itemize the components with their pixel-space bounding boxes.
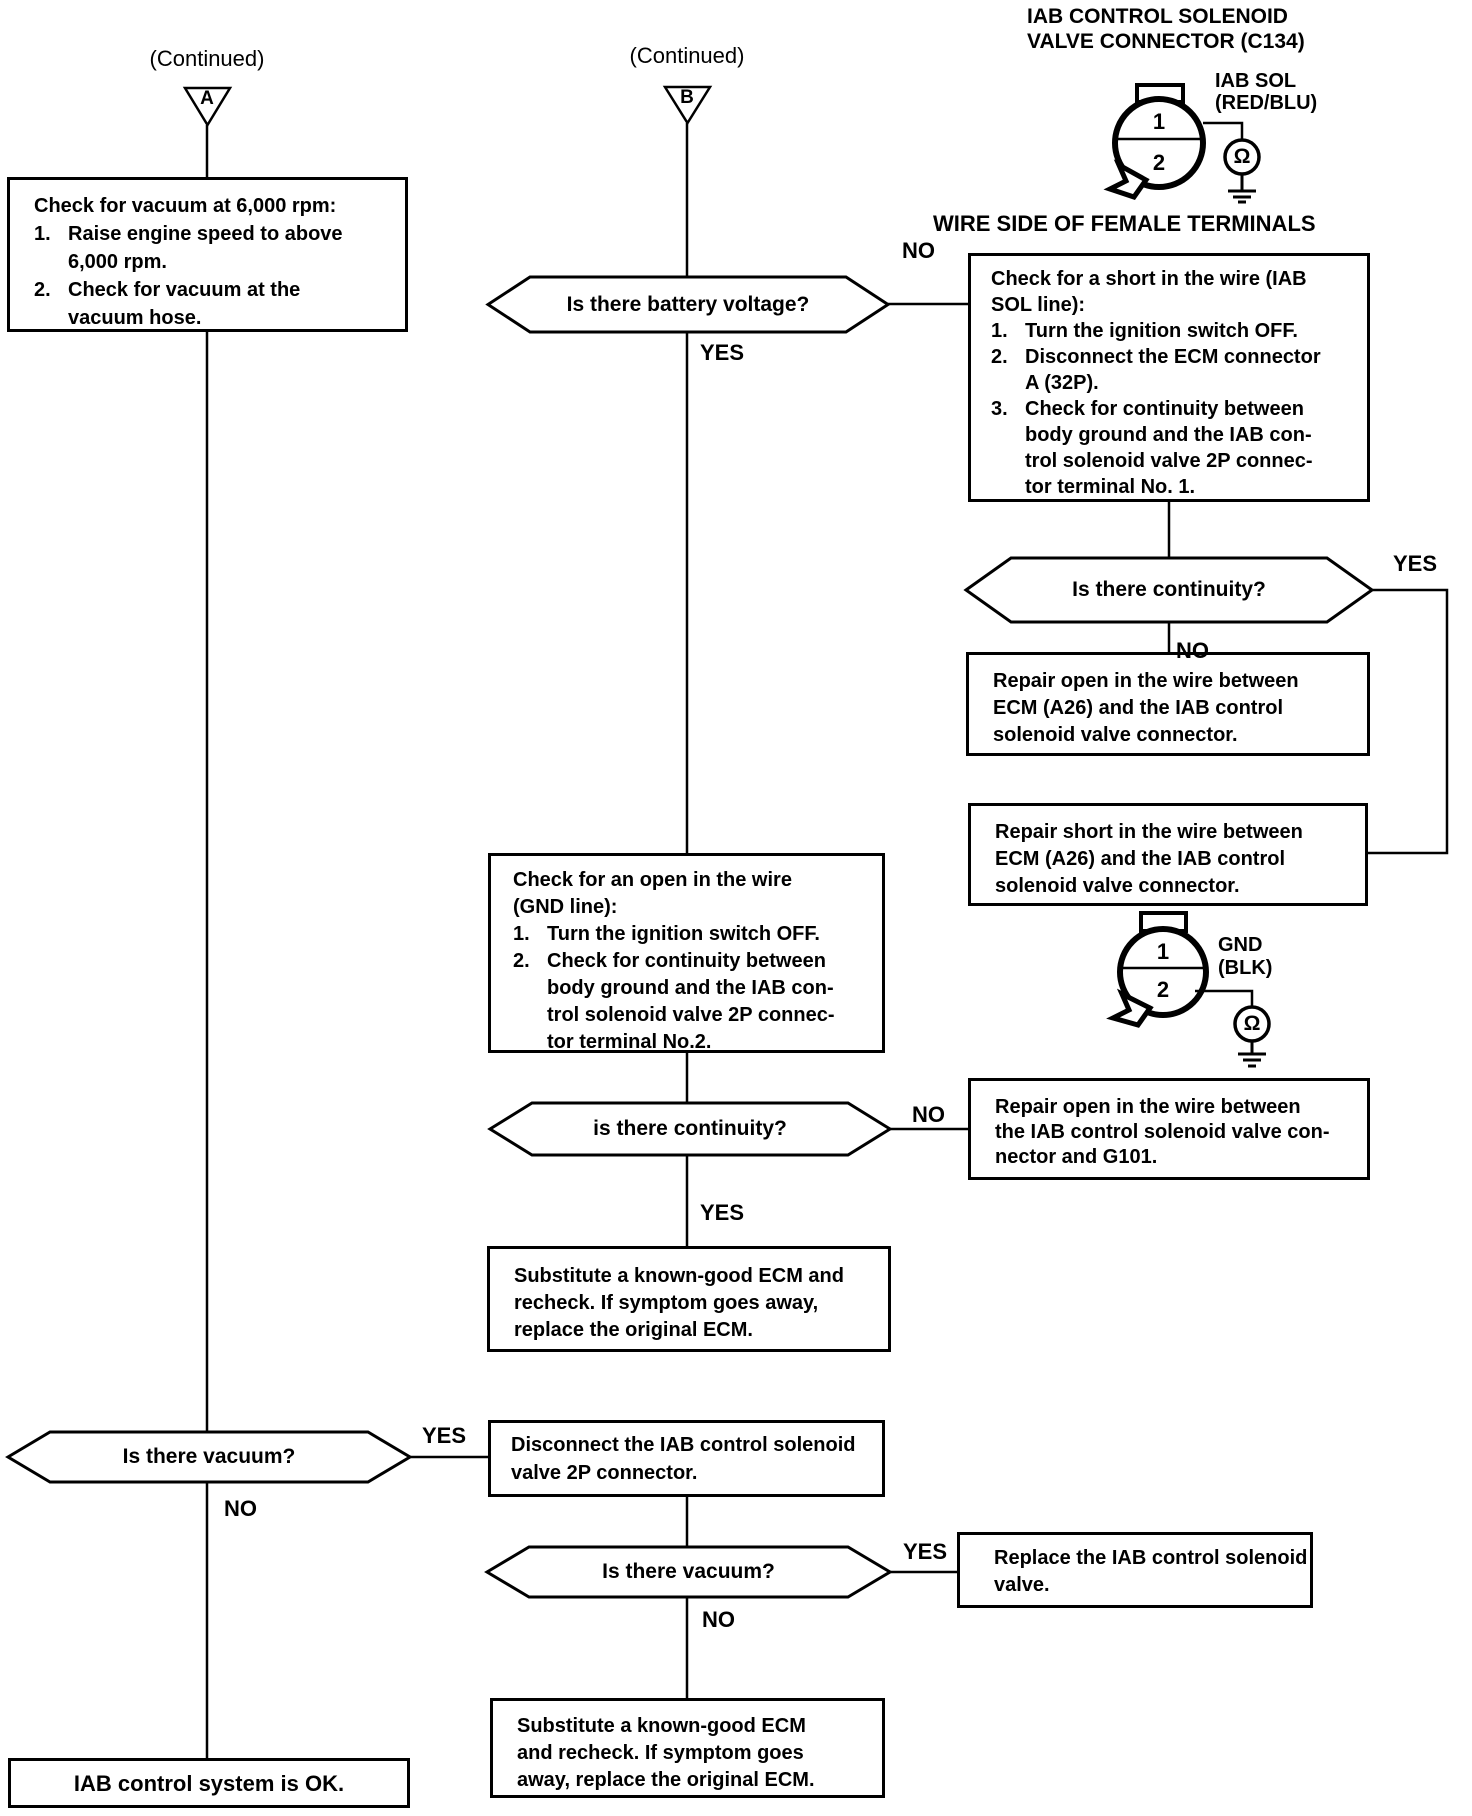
gnd-connector-diagram bbox=[1106, 911, 1271, 1068]
step-item: 1. Raise engine speed to above 6,000 rpm… bbox=[34, 220, 401, 276]
branch-label-yes-continuity1: YES bbox=[1393, 551, 1438, 576]
gnd-wire-label: GND (BLK) bbox=[1218, 934, 1273, 979]
ohmmeter-symbol: Ω bbox=[1243, 1012, 1261, 1035]
terminal-1-number: 1 bbox=[1152, 109, 1166, 134]
step-item: 2. Disconnect the ECM connector A (32P). bbox=[991, 344, 1365, 396]
result-box-repair-g101: Repair open in the wire between the IAB … bbox=[968, 1078, 1370, 1180]
item-number: 3. bbox=[991, 398, 1008, 420]
item-number: 2. bbox=[34, 279, 51, 301]
step-box-check-short: Check for a short in the wire (IAB SOL l… bbox=[968, 253, 1370, 502]
connector-keyway-notch bbox=[1106, 988, 1154, 1028]
ground-symbol bbox=[1228, 174, 1256, 204]
result-text: Repair open in the wire between ECM (A26… bbox=[993, 670, 1299, 746]
probe-wire bbox=[1203, 121, 1244, 139]
decision-continuity-1: Is there continuity? bbox=[1072, 578, 1266, 601]
connector-title: IAB CONTROL SOLENOID VALVE CONNECTOR (C1… bbox=[1027, 5, 1305, 53]
ohmmeter-symbol: Ω bbox=[1233, 145, 1251, 168]
terminal-2-number: 2 bbox=[1156, 977, 1170, 1002]
terminal-1-number: 1 bbox=[1156, 939, 1170, 964]
result-text: Substitute a known-good ECM and recheck.… bbox=[517, 1715, 815, 1791]
connector-keyway-notch bbox=[1103, 159, 1150, 200]
result-box-substitute-ecm-2: Substitute a known-good ECM and recheck.… bbox=[490, 1698, 885, 1798]
step-box-vacuum-check: Check for vacuum at 6,000 rpm: 1. Raise … bbox=[7, 177, 408, 332]
branch-label-no-continuity1: NO bbox=[1176, 638, 1209, 663]
result-box-system-ok: IAB control system is OK. bbox=[8, 1758, 410, 1808]
item-text: Raise engine speed to above 6,000 rpm. bbox=[68, 223, 343, 273]
branch-label-no-vacuum1: NO bbox=[224, 1496, 257, 1521]
item-text: Check for continuity between body ground… bbox=[547, 950, 835, 1053]
probe-wire bbox=[1195, 989, 1254, 1006]
decision-battery-voltage: Is there battery voltage? bbox=[566, 292, 810, 316]
step-item: 3. Check for continuity between body gro… bbox=[991, 396, 1365, 500]
item-number: 1. bbox=[513, 923, 530, 945]
connector-c134-diagram bbox=[1103, 83, 1261, 204]
branch-label-no-vacuum2: NO bbox=[702, 1607, 735, 1632]
item-text: Turn the ignition switch OFF. bbox=[1025, 320, 1298, 342]
item-text: Check for vacuum at the vacuum hose. bbox=[68, 279, 301, 329]
result-box-repair-short: Repair short in the wire between ECM (A2… bbox=[968, 803, 1368, 906]
hexagon-continuity-2 bbox=[487, 1101, 893, 1157]
branch-label-no-battery: NO bbox=[902, 238, 935, 263]
triangle-marker-a bbox=[182, 86, 233, 128]
branch-label-no-continuity2: NO bbox=[912, 1102, 945, 1127]
item-number: 2. bbox=[513, 950, 530, 972]
connector-body bbox=[1112, 96, 1206, 190]
result-box-repair-open-ecm: Repair open in the wire between ECM (A26… bbox=[966, 652, 1370, 756]
result-text: Repair short in the wire between ECM (A2… bbox=[995, 821, 1303, 897]
continuation-triangles bbox=[182, 85, 713, 128]
hexagon-vacuum-2 bbox=[484, 1545, 893, 1599]
step-item: 1. Turn the ignition switch OFF. bbox=[513, 921, 880, 948]
wire-side-caption: WIRE SIDE OF FEMALE TERMINALS bbox=[933, 211, 1316, 236]
terminal-2-number: 2 bbox=[1152, 150, 1166, 175]
decision-vacuum-1: Is there vacuum? bbox=[122, 1445, 296, 1468]
hexagon-battery-voltage bbox=[485, 275, 891, 334]
item-number: 1. bbox=[34, 223, 51, 245]
iab-sol-wire-label: IAB SOL (RED/BLU) bbox=[1215, 70, 1318, 114]
result-text: Substitute a known-good ECM and recheck.… bbox=[514, 1265, 844, 1341]
triangle-b-letter: B bbox=[680, 87, 694, 108]
item-number: 2. bbox=[991, 346, 1008, 368]
branch-label-yes-battery: YES bbox=[700, 340, 745, 365]
branch-label-yes-vacuum1: YES bbox=[422, 1423, 467, 1448]
item-number: 1. bbox=[991, 320, 1008, 342]
item-text: Disconnect the ECM connector A (32P). bbox=[1025, 346, 1321, 394]
branch-label-yes-vacuum2: YES bbox=[903, 1539, 948, 1564]
triangle-a-letter: A bbox=[200, 88, 214, 109]
result-text: IAB control system is OK. bbox=[73, 1770, 345, 1796]
item-text: Turn the ignition switch OFF. bbox=[547, 923, 820, 945]
decision-vacuum-2: Is there vacuum? bbox=[602, 1560, 775, 1583]
result-box-substitute-ecm-1: Substitute a known-good ECM and recheck.… bbox=[487, 1246, 891, 1352]
ground-symbol bbox=[1238, 1041, 1266, 1068]
continued-label-b: (Continued) bbox=[629, 43, 745, 68]
step-title: Check for vacuum at 6,000 rpm: bbox=[34, 195, 337, 217]
decision-continuity-2: is there continuity? bbox=[593, 1117, 787, 1140]
step-item: 2. Check for continuity between body gro… bbox=[513, 948, 880, 1056]
step-item: 2. Check for vacuum at the vacuum hose. bbox=[34, 276, 401, 332]
flow-lines bbox=[205, 123, 1449, 1758]
step-title: Check for a short in the wire (IAB SOL l… bbox=[991, 268, 1307, 316]
hexagon-vacuum-1 bbox=[5, 1430, 413, 1484]
step-text: Disconnect the IAB control solenoid valv… bbox=[511, 1434, 856, 1484]
step-box-disconnect-connector: Disconnect the IAB control solenoid valv… bbox=[488, 1420, 885, 1497]
decision-hexagons bbox=[5, 275, 1375, 1599]
result-box-replace-valve: Replace the IAB control solenoid valve. bbox=[957, 1532, 1313, 1608]
line-cont1-yes bbox=[1368, 588, 1449, 855]
branch-label-yes-continuity2: YES bbox=[700, 1200, 745, 1225]
result-text: Repair open in the wire between the IAB … bbox=[995, 1096, 1330, 1168]
step-title: Check for an open in the wire (GND line)… bbox=[513, 869, 792, 918]
triangle-marker-b bbox=[662, 85, 713, 126]
result-text: Replace the IAB control solenoid valve. bbox=[994, 1547, 1308, 1596]
connector-body bbox=[1117, 926, 1209, 1018]
step-box-check-open-gnd: Check for an open in the wire (GND line)… bbox=[488, 853, 885, 1053]
item-text: Check for continuity between body ground… bbox=[1025, 398, 1313, 498]
step-item: 1. Turn the ignition switch OFF. bbox=[991, 318, 1365, 344]
hexagon-continuity-1 bbox=[963, 556, 1375, 624]
continued-label-a: (Continued) bbox=[149, 46, 265, 71]
